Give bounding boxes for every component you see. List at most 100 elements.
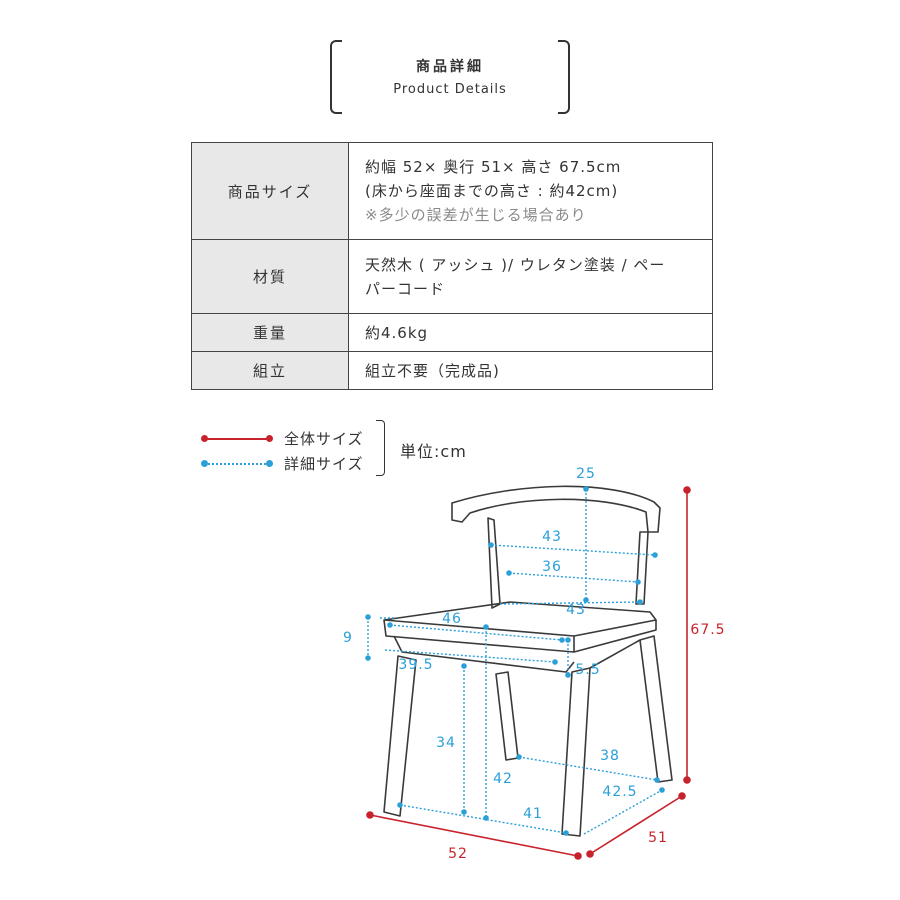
label-top-width: 25 (576, 466, 596, 482)
chair-outline (383, 485, 673, 837)
dot-seat-height-top (483, 624, 489, 630)
dot-rear-span-right (654, 777, 660, 783)
spec-row-assembly: 組立 組立不要（完成品) (191, 351, 713, 390)
back-post-left (487, 517, 501, 609)
dot-front-inner-right (563, 830, 569, 836)
side-inner-line (583, 789, 663, 835)
overall-dimensions (366, 486, 691, 860)
dot-back-inner-right (635, 579, 641, 585)
spec-label-size: 商品サイズ (191, 142, 349, 240)
size-note: ※多少の誤差が生じる場合あり (365, 206, 587, 224)
section-header: 商品詳細 Product Details (330, 40, 570, 114)
material-line-1: 天然木 ( アッシュ )/ ウレタン塗装 / ペー (365, 255, 666, 274)
dot-seat-height-bottom (483, 815, 489, 821)
legend-blue-dot-left (201, 460, 208, 467)
dot-side-inner-right (659, 787, 665, 793)
size-line-2: (床から座面までの高さ : 約42cm) (365, 182, 619, 200)
front-rail (393, 635, 575, 673)
dot-seat-width-left (387, 622, 393, 628)
width-dot-left (366, 811, 374, 819)
spec-row-material: 材質 天然木 ( アッシュ )/ ウレタン塗装 / ペー パーコード (191, 239, 713, 314)
spec-value-material: 天然木 ( アッシュ )/ ウレタン塗装 / ペー パーコード (348, 239, 713, 314)
dot-back-inner-left (506, 570, 512, 576)
legend-red-dot-left (201, 435, 208, 442)
back-post-right (635, 531, 649, 605)
dot-leg-inner-top (461, 663, 467, 669)
dot-back-upper-left (488, 542, 494, 548)
legend-bracket (376, 420, 385, 476)
section-title-jp: 商品詳細 (416, 59, 484, 75)
depth-line (589, 795, 683, 855)
label-leg-inner-height: 34 (436, 735, 456, 751)
seat-top (383, 601, 657, 637)
label-seat-width: 46 (442, 611, 462, 627)
legend-overall-label: 全体サイズ (284, 430, 364, 448)
dot-leg-inner-bottom (461, 809, 467, 815)
depth-dot-left (586, 850, 594, 858)
height-dot-bottom (683, 776, 691, 784)
dot-seat-thickness-bottom (365, 655, 371, 661)
section-title-en: Product Details (393, 82, 507, 97)
back-inner-line (508, 572, 639, 583)
legend-blue-line (204, 463, 270, 465)
label-rear-span: 38 (600, 748, 620, 764)
label-height-total: 67.5 (690, 622, 725, 638)
legend-red-line (204, 438, 270, 440)
spec-value-weight: 約4.6kg (348, 313, 713, 352)
label-front-inner: 41 (523, 806, 543, 822)
dot-top-width-bottom (583, 597, 589, 603)
spec-label-material: 材質 (191, 239, 349, 314)
seat-inner-line (384, 649, 556, 663)
label-seat-thickness: 9 (343, 630, 353, 646)
label-side-inner: 42.5 (602, 784, 637, 800)
width-dot-right (574, 852, 582, 860)
dot-frame-top (565, 637, 571, 643)
detail-dimensions (365, 486, 665, 836)
legend-red-dot-right (266, 435, 273, 442)
right-bracket (558, 40, 570, 114)
left-bracket (330, 40, 342, 114)
seat-front (383, 619, 575, 653)
seat-width-line (389, 624, 563, 641)
spec-row-size: 商品サイズ 約幅 52× 奥行 51× 高さ 67.5cm (床から座面までの高… (191, 142, 713, 240)
rear-span-line (518, 756, 658, 781)
legend-detail-label: 詳細サイズ (284, 455, 364, 473)
width-line (369, 814, 579, 857)
spec-label-weight: 重量 (191, 313, 349, 352)
spec-value-size: 約幅 52× 奥行 51× 高さ 67.5cm (床から座面までの高さ : 約4… (348, 142, 713, 240)
front-inner-line (399, 804, 567, 834)
label-seat-height: 42 (493, 771, 513, 787)
label-width-total: 52 (448, 846, 468, 862)
back-lower-line (499, 601, 641, 605)
dot-front-inner-left (397, 802, 403, 808)
leg-front-right (561, 667, 591, 837)
backrest (451, 485, 661, 533)
label-depth-total: 51 (648, 830, 668, 846)
label-frame: 5.5 (575, 662, 600, 678)
leg-back-left (495, 671, 519, 761)
dot-seat-inner-right (552, 659, 558, 665)
leg-back-right (639, 635, 673, 783)
dot-back-lower-right (637, 599, 643, 605)
spec-row-weight: 重量 約4.6kg (191, 313, 713, 352)
height-dot-top (683, 486, 691, 494)
dot-rear-span-left (516, 754, 522, 760)
spec-value-assembly: 組立不要（完成品) (348, 351, 713, 390)
label-back-inner: 36 (542, 559, 562, 575)
label-back-upper: 43 (542, 529, 562, 545)
back-upper-line (490, 544, 656, 556)
dot-seat-thickness-top (365, 614, 371, 620)
depth-dot-right (678, 792, 686, 800)
seat-side (573, 620, 657, 653)
spec-table: 商品サイズ 約幅 52× 奥行 51× 高さ 67.5cm (床から座面までの高… (191, 142, 713, 390)
size-line-1: 約幅 52× 奥行 51× 高さ 67.5cm (365, 158, 622, 176)
material-line-2: パーコード (365, 279, 446, 298)
dot-frame-bottom (565, 672, 571, 678)
legend-blue-dot-right (266, 460, 273, 467)
dot-back-upper-right (652, 552, 658, 558)
unit-label: 単位:cm (400, 442, 467, 461)
spec-label-assembly: 組立 (191, 351, 349, 390)
leg-front-left (383, 655, 417, 817)
dot-top-width-top (583, 486, 589, 492)
